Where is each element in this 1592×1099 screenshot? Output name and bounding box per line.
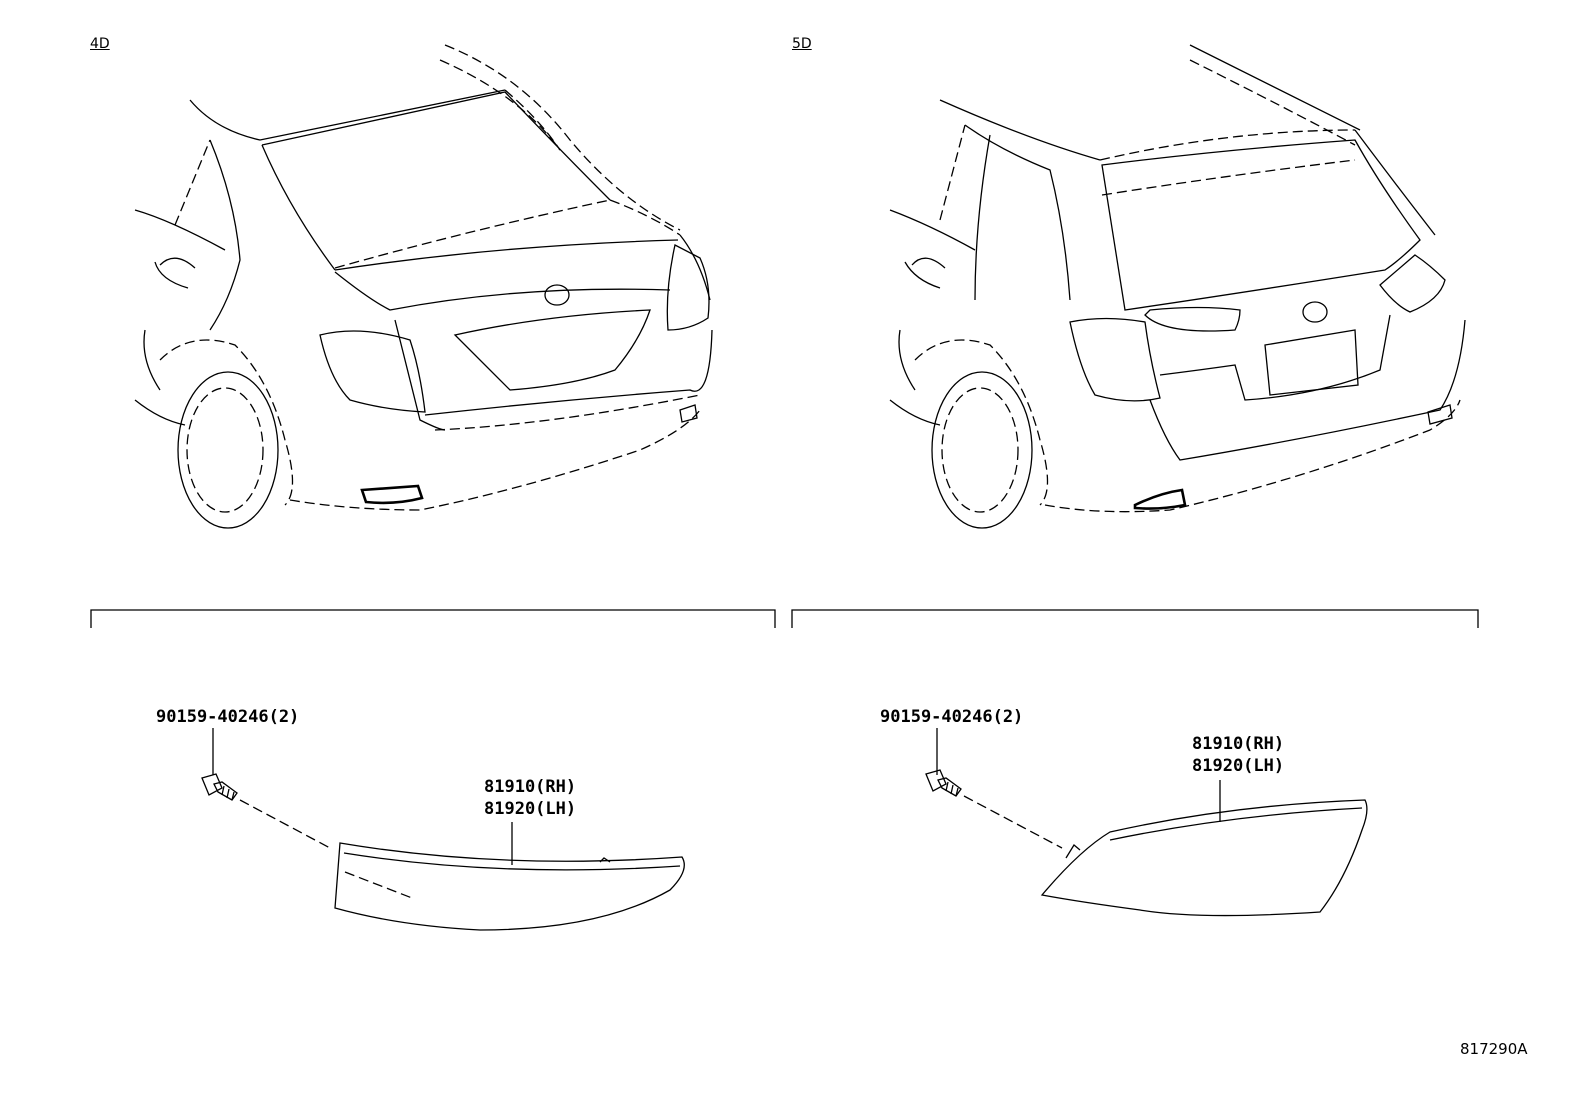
wagon-detail <box>925 728 1368 917</box>
wagon-illustration <box>889 44 1466 529</box>
screw-icon <box>925 769 962 797</box>
sedan-illustration <box>134 44 713 529</box>
diagram-code: 817290A <box>1460 1040 1528 1058</box>
screw-icon <box>201 773 238 801</box>
part-rh-label-5d: 81910(RH) <box>1192 734 1285 754</box>
sedan-detail <box>201 728 685 931</box>
bracket-5d <box>791 609 1479 628</box>
part-rh-label-4d: 81910(RH) <box>484 777 577 797</box>
part-lh-label-4d: 81920(LH) <box>484 799 577 819</box>
part-lh-label-5d: 81920(LH) <box>1192 756 1285 776</box>
fastener-label-4d: 90159-40246(2) <box>156 707 300 727</box>
bracket-4d <box>90 609 776 628</box>
variant-label-5d: 5D <box>792 36 812 52</box>
fastener-label-5d: 90159-40246(2) <box>880 707 1024 727</box>
reflector-5d-icon <box>1040 799 1368 917</box>
reflector-4d-icon <box>334 842 685 931</box>
variant-label-4d: 4D <box>90 36 110 52</box>
